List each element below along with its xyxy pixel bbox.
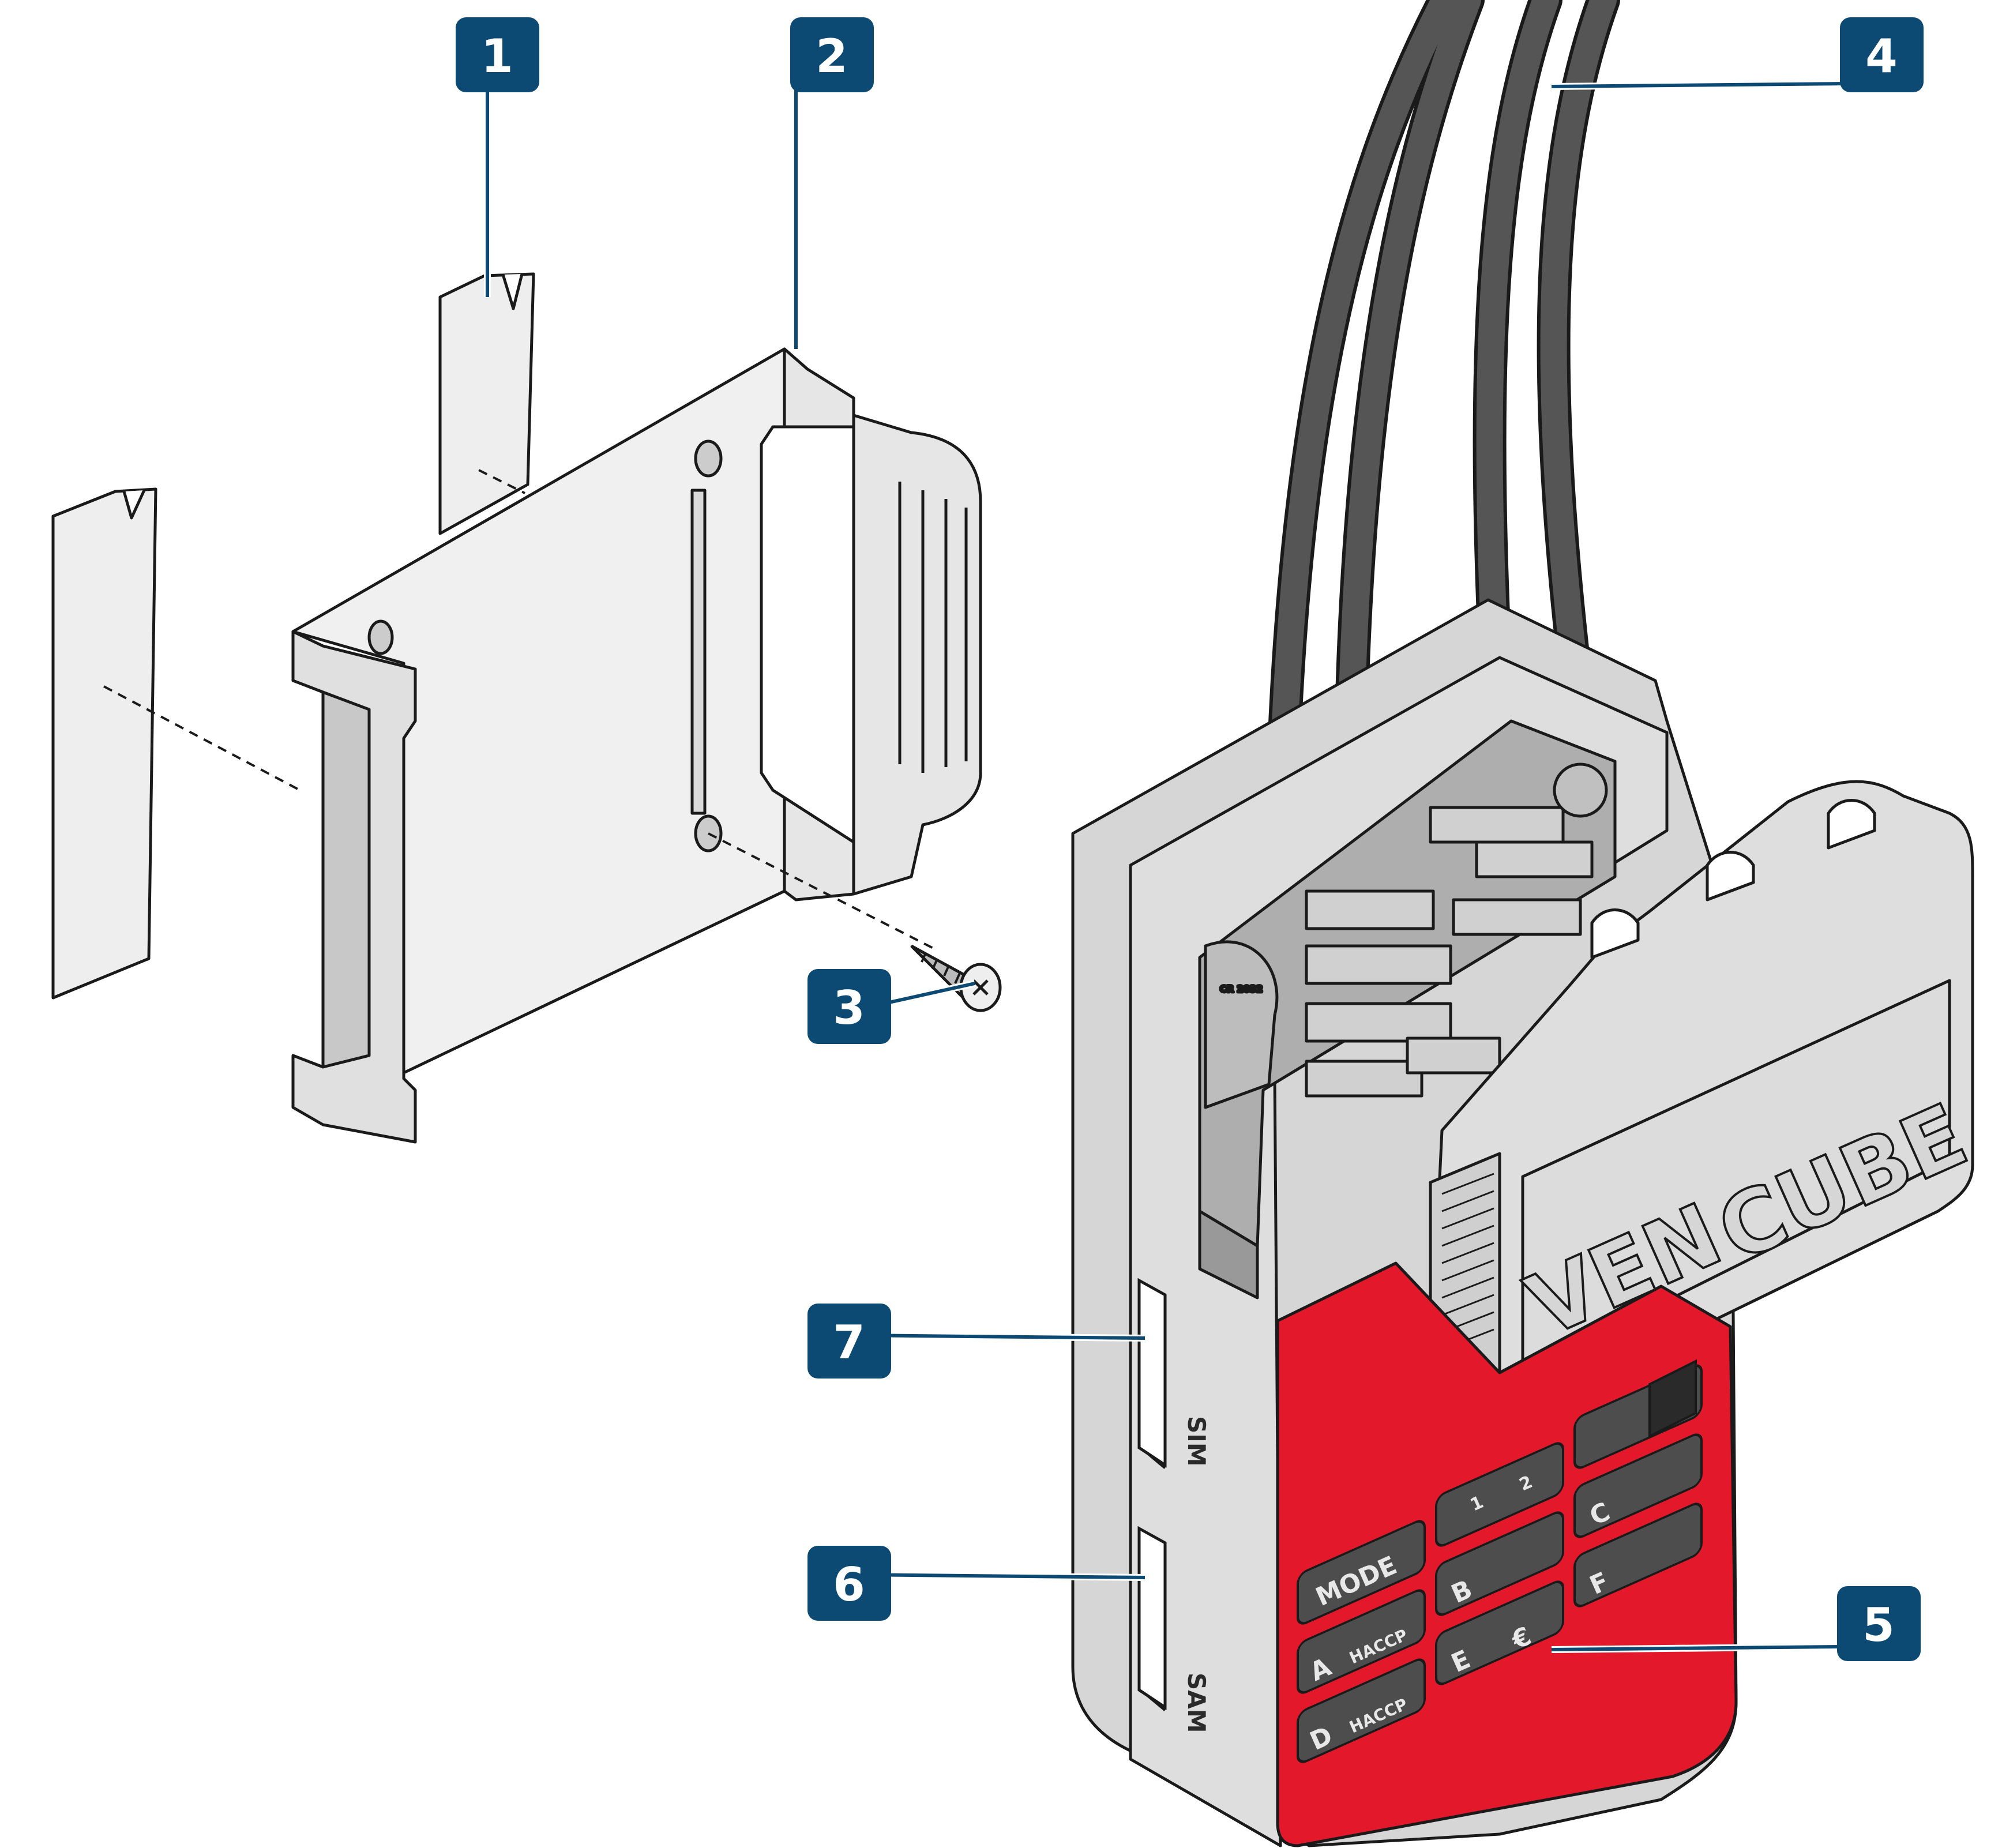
callout-7-label: 7	[833, 1316, 865, 1369]
callout-4: 4	[1840, 17, 1924, 92]
callout-5-label: 5	[1862, 1598, 1895, 1652]
callout-1-label: 1	[481, 29, 513, 83]
key-a[interactable]	[1297, 1587, 1426, 1696]
callout-4-label: 4	[1865, 29, 1898, 83]
key-b[interactable]	[1435, 1509, 1564, 1618]
card-slots	[1137, 1278, 1167, 1711]
mounting-bracket	[291, 347, 982, 1144]
key-e[interactable]	[1435, 1579, 1564, 1687]
assembly-lines	[103, 469, 935, 950]
callout-2-label: 2	[816, 29, 848, 83]
callout-3: 3	[807, 969, 891, 1044]
callout-2: 2	[790, 17, 874, 92]
key-d[interactable]	[1297, 1657, 1426, 1765]
key-c[interactable]	[1573, 1432, 1703, 1540]
screw	[910, 944, 1002, 1012]
slot-label-sim: SIM	[1182, 1416, 1211, 1467]
keypad	[1297, 1359, 1703, 1765]
callout-3-label: 3	[833, 981, 865, 1035]
callout-6: 6	[807, 1546, 891, 1621]
key-12[interactable]	[1435, 1440, 1564, 1549]
slot-label-sam: SAM	[1182, 1673, 1211, 1733]
callout-1: 1	[456, 17, 539, 92]
callout-7: 7	[807, 1304, 891, 1379]
callout-5: 5	[1837, 1586, 1921, 1661]
key-f[interactable]	[1573, 1501, 1703, 1609]
cables	[1264, 0, 1620, 899]
adhesive-pad-front	[51, 487, 157, 1000]
key-mode[interactable]	[1297, 1518, 1426, 1627]
leader-lines	[484, 63, 1843, 1653]
callout-6-label: 6	[833, 1558, 865, 1612]
svg-text:CR 2032: CR 2032	[1220, 983, 1263, 994]
adhesive-pad-rear	[438, 272, 535, 535]
